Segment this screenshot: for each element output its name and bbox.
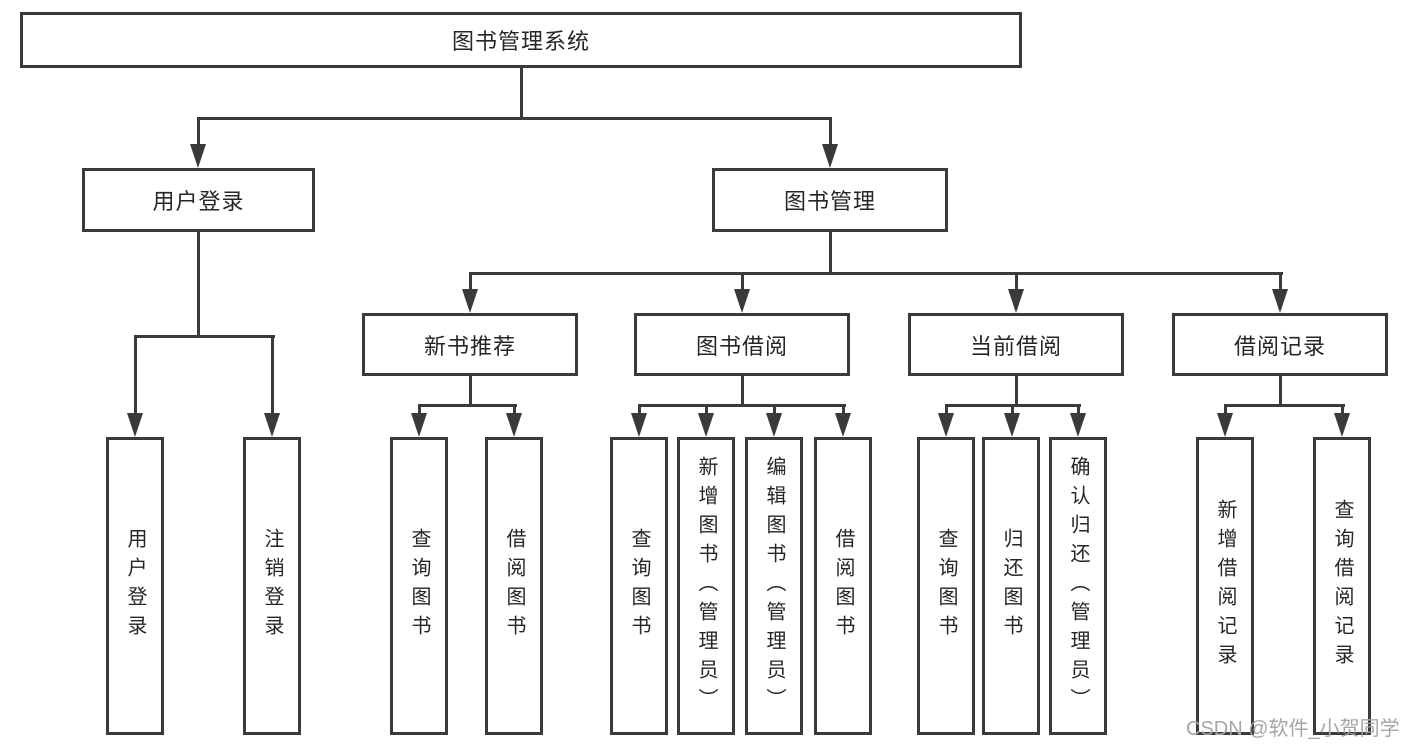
arrowhead-down-icon [1272,289,1288,313]
connector-line [418,404,517,407]
arrowhead-down-icon [1217,413,1233,437]
node-current-borrow: 当前借阅 [908,313,1124,376]
arrowhead-down-icon [734,289,750,313]
node-label: 用户登录 [152,189,245,214]
arrowhead-down-icon [938,413,954,437]
arrowhead-down-icon [411,413,427,437]
connector-line [1279,374,1282,406]
connector-line [469,374,472,406]
leaf-logout: 注销登录 [243,437,301,735]
connector-line [1015,374,1018,406]
arrowhead-down-icon [1334,413,1350,437]
node-label: 归还图书 [1000,528,1022,644]
leaf-records-query: 查询借阅记录 [1313,437,1371,735]
node-user-login: 用户登录 [82,168,315,232]
connector-line [705,404,708,416]
node-new-book-recommend: 新书推荐 [362,313,578,376]
node-label: 当前借阅 [969,333,1062,359]
arrowhead-down-icon [264,413,280,437]
connector-line [469,272,1283,275]
arrowhead-down-icon [698,413,714,437]
connector-line [1224,404,1227,416]
node-label: 查询图书 [408,528,430,644]
connector-line [842,404,845,416]
node-label: 用户登录 [124,528,146,644]
connector-line [1011,404,1014,416]
connector-line [197,117,200,147]
node-label: 新书推荐 [423,333,516,359]
arrowhead-down-icon [835,413,851,437]
arrowhead-down-icon [631,413,647,437]
node-label: 编辑图书（管理员） [763,455,785,717]
connector-line [1279,272,1282,292]
connector-line [1015,272,1018,292]
node-label: 确认归还（管理员） [1067,455,1089,717]
node-book-management: 图书管理 [712,168,948,232]
connector-line [638,404,641,416]
node-label: 借阅图书 [503,528,525,644]
arrowhead-down-icon [462,289,478,313]
node-label: 借阅记录 [1233,333,1326,359]
connector-line [945,404,948,416]
node-label: 借阅图书 [832,528,854,644]
watermark: CSDN @软件_小贺同学 [1186,718,1400,740]
arrowhead-down-icon [766,413,782,437]
connector-line [134,335,275,338]
leaf-user-login: 用户登录 [106,437,164,735]
node-label: 新增借阅记录 [1214,499,1236,673]
node-label: 图书管理系统 [451,29,590,54]
node-label: 图书借阅 [695,333,788,359]
leaf-current-return: 归还图书 [982,437,1040,735]
connector-line [197,117,832,120]
connector-line [520,66,523,119]
connector-line [741,374,744,406]
connector-line [1224,404,1345,407]
connector-line [741,272,744,292]
node-label: 注销登录 [261,528,283,644]
arrowhead-down-icon [190,144,206,168]
arrowhead-down-icon [1070,413,1086,437]
arrowhead-down-icon [1008,289,1024,313]
node-borrow-records: 借阅记录 [1172,313,1388,376]
leaf-newbook-query: 查询图书 [390,437,448,735]
leaf-borrow-edit-admin: 编辑图书（管理员） [745,437,803,735]
node-label: 查询图书 [628,528,650,644]
node-label: 新增图书（管理员） [695,455,717,717]
connector-line [418,404,421,416]
connector-line [773,404,776,416]
leaf-borrow-borrow: 借阅图书 [814,437,872,735]
leaf-records-add: 新增借阅记录 [1196,437,1254,735]
leaf-newbook-borrow: 借阅图书 [485,437,543,735]
node-label: 图书管理 [783,189,876,214]
arrowhead-down-icon [822,144,838,168]
arrowhead-down-icon [127,413,143,437]
connector-line [197,230,200,337]
node-label: 查询图书 [935,528,957,644]
leaf-borrow-query: 查询图书 [610,437,668,735]
node-label: 查询借阅记录 [1331,499,1353,673]
connector-line [829,117,832,147]
leaf-current-confirm-admin: 确认归还（管理员） [1049,437,1107,735]
connector-line [271,335,274,415]
connector-line [638,404,846,407]
connector-line [513,404,516,416]
arrowhead-down-icon [1004,413,1020,437]
connector-line [134,335,137,415]
connector-line [1077,404,1080,416]
node-system-root: 图书管理系统 [20,12,1022,68]
leaf-borrow-add-admin: 新增图书（管理员） [677,437,735,735]
node-book-borrow: 图书借阅 [634,313,850,376]
connector-line [469,272,472,292]
connector-line [829,230,832,274]
connector-line [1341,404,1344,416]
leaf-current-query: 查询图书 [917,437,975,735]
arrowhead-down-icon [506,413,522,437]
